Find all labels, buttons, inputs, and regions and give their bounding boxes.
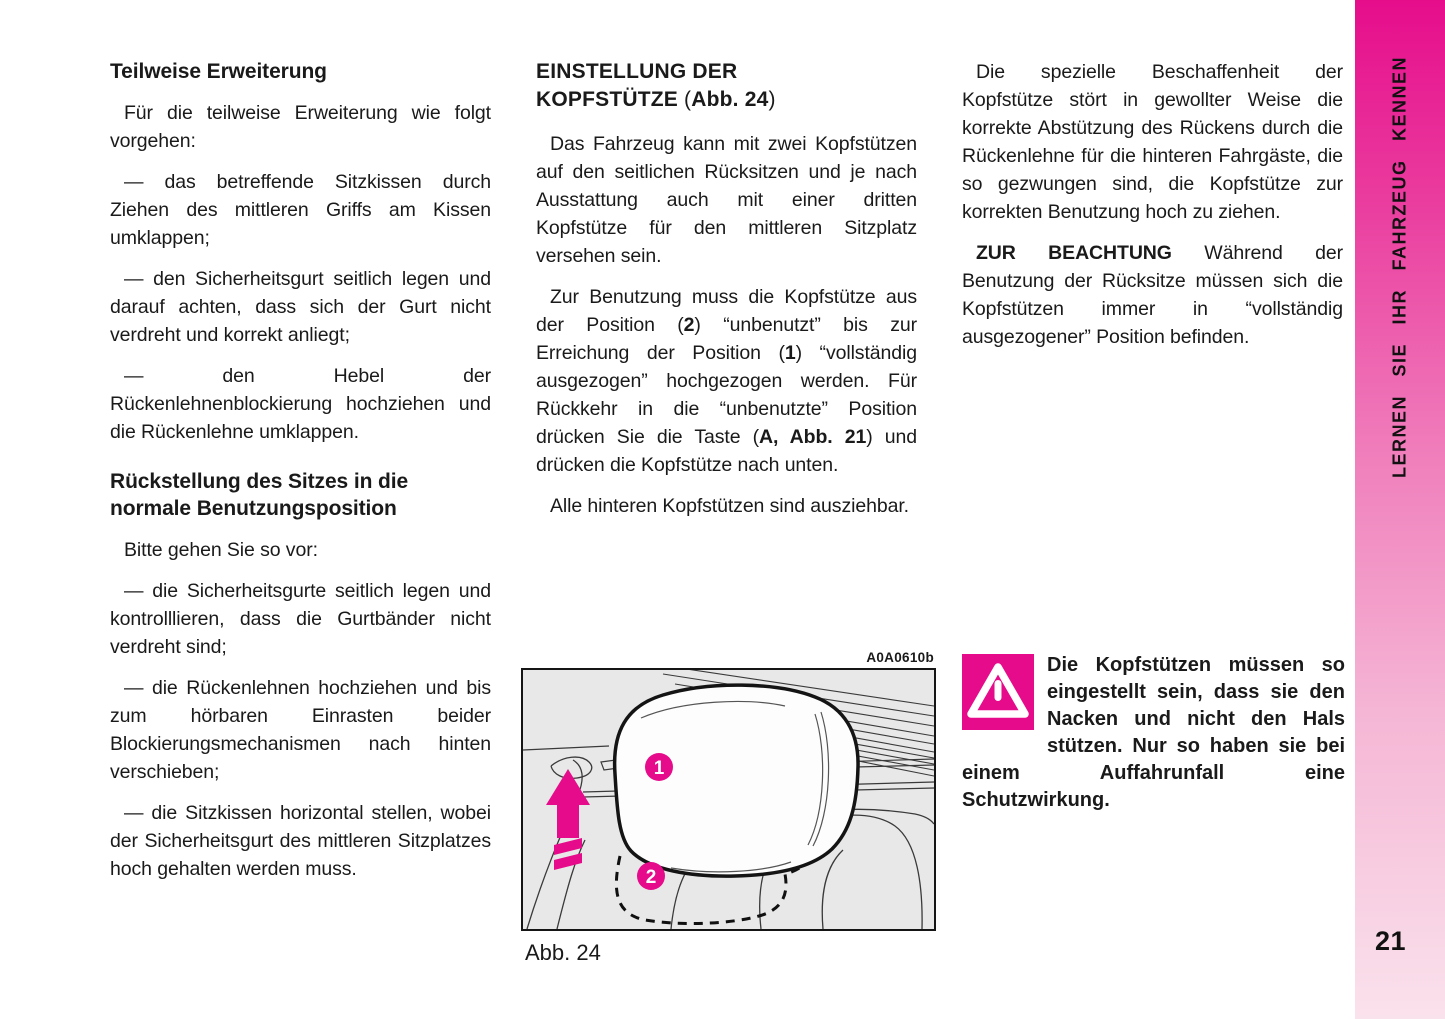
paragraph: — den Sicherheitsgurt seitlich legen und…: [110, 268, 491, 346]
middle-column: EINSTELLUNG DER KOPFSTÜTZE (Abb. 24) Das…: [536, 58, 917, 533]
paragraph: Bitte gehen Sie so vor:: [124, 539, 318, 561]
headrest-diagram: 1 2: [522, 663, 935, 930]
heading-line-2: KOPFSTÜTZE (Abb. 24): [536, 88, 776, 111]
left-column: Teilweise Erweiterung Für die teilweise …: [110, 58, 491, 896]
position-1-marker: 1: [645, 753, 673, 781]
section-heading-teilweise-erweiterung: Teilweise Erweiterung: [110, 60, 327, 83]
paragraph: Für die teilweise Erweiterung wie folgt …: [110, 102, 491, 152]
paragraph: — den Hebel der Rückenlehnenblockierung …: [110, 365, 491, 443]
paragraph: — das betreffende Sitzkissen durch Ziehe…: [110, 171, 491, 249]
position-2-marker: 2: [637, 862, 665, 890]
paragraph: Zur Benutzung muss die Kopfstütze aus de…: [536, 286, 917, 476]
paragraph: Das Fahrzeug kann mit zwei Kopfstützen a…: [536, 133, 917, 267]
paragraph: — die Sitzkissen horizontal stellen, wob…: [110, 802, 491, 880]
heading-line-1: EINSTELLUNG DER: [536, 60, 738, 83]
warning-block: Die Kopfstützen müssen so eingestellt se…: [962, 652, 1345, 814]
right-column: Die spezielle Beschaffenheit der Kopfstü…: [962, 58, 1343, 364]
paragraph: Die spezielle Beschaffenheit der Kopfstü…: [962, 61, 1343, 223]
warning-text: Die Kopfstützen müssen so eingestellt se…: [962, 654, 1345, 811]
section-heading-rueckstellung: Rückstellung des Sitzes in die normale B…: [110, 470, 409, 520]
page-number: 21: [1375, 926, 1407, 956]
svg-text:2: 2: [646, 867, 657, 888]
warning-triangle-icon: [962, 654, 1034, 730]
chapter-sidebar: LERNEN SIE IHR FAHRZEUG KENNEN 21: [1355, 0, 1445, 1019]
section-heading-einstellung-kopfstuetze: EINSTELLUNG DER KOPFSTÜTZE (Abb. 24): [536, 58, 917, 114]
headrest-seams: [640, 700, 830, 873]
headrest-outline: [612, 683, 860, 878]
paragraph: — die Sicherheitsgurte seitlich legen un…: [110, 580, 491, 658]
figure-code: A0A0610b: [866, 650, 934, 665]
svg-text:1: 1: [654, 758, 665, 779]
chapter-title-vertical: LERNEN SIE IHR FAHRZEUG KENNEN: [1389, 56, 1410, 479]
figure-caption: Abb. 24: [525, 940, 601, 965]
paragraph-zur-beachtung: ZUR BEACHTUNG Während der Benutzung der …: [962, 242, 1343, 348]
paragraph: Alle hinteren Kopfstützen sind ausziehba…: [550, 495, 909, 517]
figure-abb-24: A0A0610b: [521, 650, 936, 966]
up-arrow-icon: [546, 769, 590, 870]
headrest-position2-outline: [614, 759, 833, 925]
figure-illustration: 1 2: [521, 663, 936, 931]
paragraph: — die Rückenlehnen hochziehen und bis zu…: [110, 677, 491, 783]
